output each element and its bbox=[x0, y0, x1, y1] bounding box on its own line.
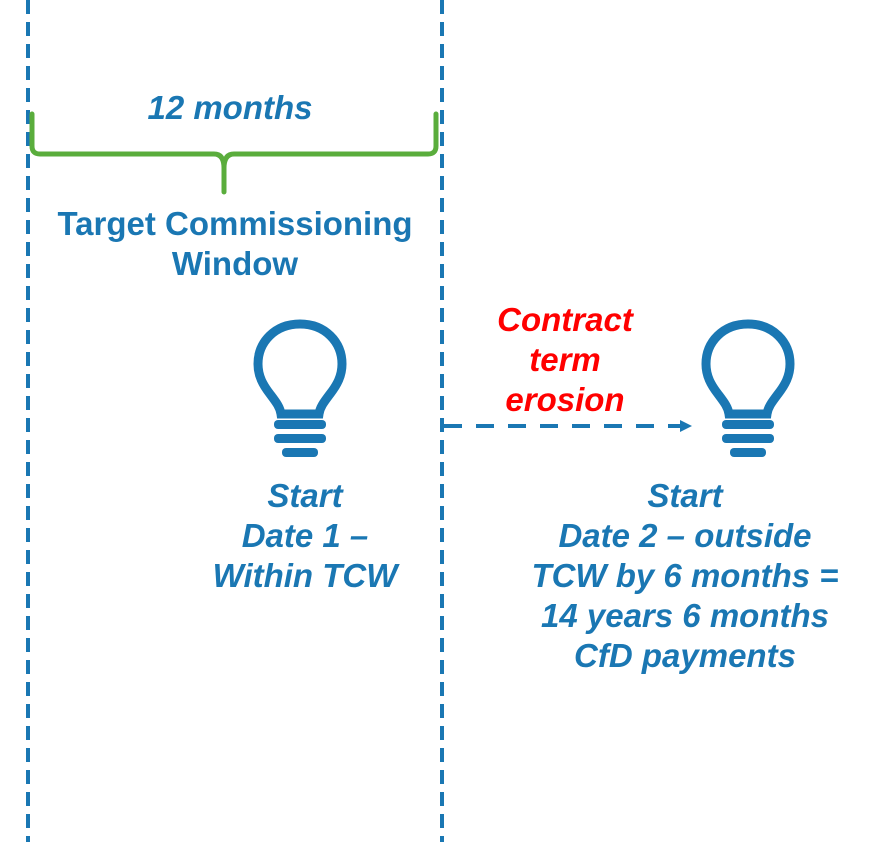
erosion-line2: term bbox=[529, 341, 601, 378]
window-title: Target Commissioning Window bbox=[30, 204, 440, 284]
start-date-1-label: Start Date 1 – Within TCW bbox=[170, 476, 440, 596]
window-brace bbox=[29, 111, 439, 195]
start-date-1-line3: Within TCW bbox=[212, 557, 398, 594]
start-date-2-line3: TCW by 6 months = bbox=[531, 557, 839, 594]
start-date-2-line5: CfD payments bbox=[574, 637, 796, 674]
window-span-label: 12 months bbox=[147, 89, 313, 126]
start-date-2-line1: Start bbox=[647, 477, 723, 514]
start-date-2-label: Start Date 2 – outside TCW by 6 months =… bbox=[500, 476, 870, 676]
erosion-label: Contract term erosion bbox=[470, 300, 660, 420]
start-date-1-line2: Date 1 – bbox=[241, 517, 369, 554]
lightbulb-icon bbox=[253, 319, 347, 457]
erosion-arrow-head bbox=[680, 420, 692, 432]
start-date-1-line1: Start bbox=[267, 477, 343, 514]
erosion-line1: Contract bbox=[497, 301, 633, 338]
start-date-2-line2: Date 2 – outside bbox=[558, 517, 812, 554]
erosion-line3: erosion bbox=[470, 380, 660, 420]
window-title-line2: Window bbox=[171, 245, 299, 282]
lightbulb-icon bbox=[701, 319, 795, 457]
start-date-2-line4: 14 years 6 months bbox=[541, 597, 829, 634]
window-title-line1: Target Commissioning bbox=[57, 205, 413, 242]
